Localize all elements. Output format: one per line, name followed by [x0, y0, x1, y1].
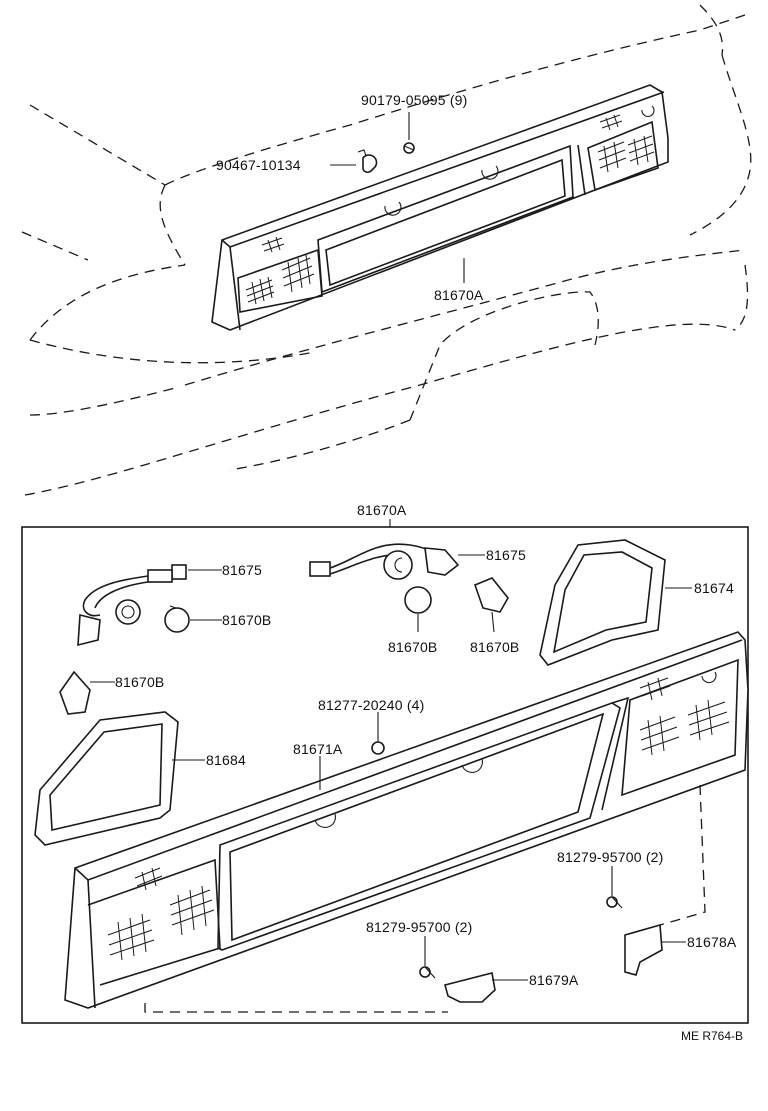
label-socket-81675-left: 81675 — [222, 562, 262, 578]
label-bulb-81670B-center-right: 81670B — [470, 639, 519, 655]
gasket-81674-drawing — [539, 539, 666, 666]
label-gasket-81674: 81674 — [694, 580, 734, 596]
nut-81277-drawing — [371, 741, 385, 755]
screw-81279-right-drawing — [606, 896, 623, 909]
clip-90467-drawing — [357, 149, 378, 174]
label-screw-81279-right: 81279-95700 (2) — [557, 849, 664, 865]
screw-90179-drawing — [403, 142, 415, 154]
label-bulb-81670B-center-left: 81670B — [388, 639, 437, 655]
detail-frame — [21, 526, 749, 1024]
bulb-81670B-drawing-1 — [164, 605, 190, 633]
detail-panel-drawing — [64, 631, 749, 1009]
label-screw-90179: 90179-05095 (9) — [361, 92, 468, 108]
label-socket-81675-right: 81675 — [486, 547, 526, 563]
label-lens-81671A: 81671A — [293, 741, 343, 757]
label-bracket-81678A: 81678A — [687, 934, 737, 950]
drawing-code: ME R764-B — [681, 1029, 743, 1043]
bulb-81670B-drawing-3 — [404, 586, 432, 614]
label-bulb-81670B-upper: 81670B — [222, 612, 271, 628]
socket-81675-left-drawing — [77, 564, 187, 647]
label-gasket-81684: 81684 — [206, 752, 246, 768]
bulb-81670B-drawing-2 — [59, 670, 91, 715]
screw-81279-left-drawing — [419, 966, 436, 979]
label-assembly-81670A: 81670A — [357, 502, 407, 518]
gasket-81684-drawing — [34, 711, 179, 846]
bulb-81670B-drawing-4 — [473, 577, 509, 613]
label-panel-81670A-top: 81670A — [434, 287, 484, 303]
top-panel-drawing — [211, 84, 669, 331]
label-bracket-81679A: 81679A — [529, 972, 579, 988]
label-bulb-81670B-lower: 81670B — [115, 674, 164, 690]
label-nut-81277: 81277-20240 (4) — [318, 697, 425, 713]
bracket-81678A-drawing — [624, 923, 663, 976]
label-clip-90467: 90467-10134 — [216, 157, 301, 173]
bracket-81679A-drawing — [444, 972, 496, 1003]
label-screw-81279-left: 81279-95700 (2) — [366, 919, 473, 935]
socket-81675-center-drawing — [309, 543, 460, 580]
car-body-outline — [21, 4, 752, 496]
